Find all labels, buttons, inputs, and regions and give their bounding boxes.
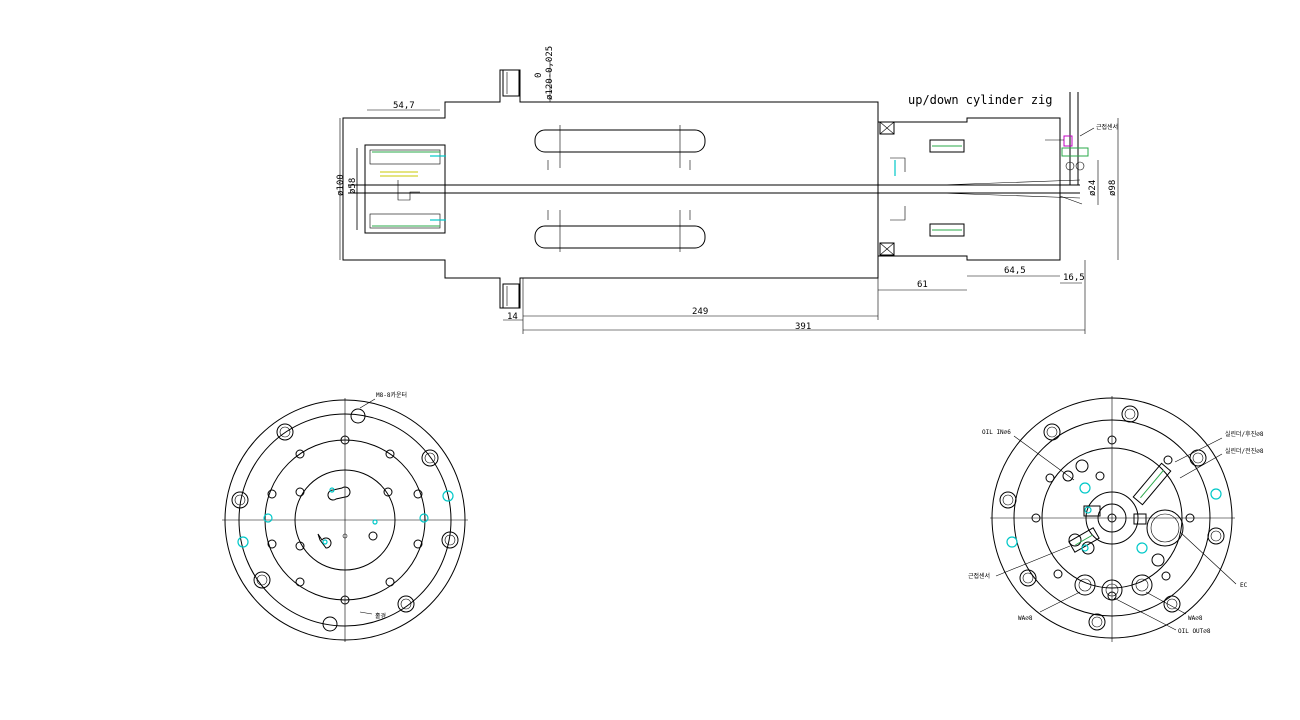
label-oil-out: OIL OUT⌀8 [1178,628,1211,635]
dim-d98: ø98 [1108,180,1118,196]
dim-64-5: 64,5 [1004,266,1026,276]
dim-61: 61 [917,280,928,290]
drawing-title: up/down cylinder zig [908,93,1053,107]
label-wa-left: WA⌀8 [1018,615,1033,622]
right-front-view: OIL IN⌀6 실린더/후진⌀8 실린더/전진⌀8 EC 근접센서 WA⌀8 … [968,396,1264,642]
label-cylinder-back: 실린더/후진⌀8 [1225,430,1264,438]
dim-d100: ø100 [336,174,346,196]
label-proximity-sensor-front: 근접센서 [968,572,990,580]
label-oil-in: OIL IN⌀6 [982,429,1011,436]
label-cylinder-forward: 실린더/전진⌀8 [1225,447,1264,455]
label-proximity-sensor-side: 근접센서 [1096,123,1118,131]
label-m8-tap: M8-8카운터 [376,391,407,399]
dim-tol-top: 0 [534,73,544,78]
dim-14: 14 [507,312,518,322]
left-front-view: M8-8카운터 홀경 [222,391,468,642]
dim-d24: ø24 [1088,180,1098,196]
label-hole: 홀경 [375,612,386,620]
label-wa-right: WA⌀8 [1188,615,1203,622]
dim-54-7: 54,7 [393,101,415,111]
label-ec: EC [1240,582,1248,589]
dim-16-5: 16,5 [1063,273,1085,283]
dim-d58: ø58 [348,178,358,194]
side-view: 54,7 ø100 ø58 0 ø120-0,025 14 249 391 61… [336,46,1119,334]
dim-391: 391 [795,322,811,332]
dim-d120: ø120-0,025 [545,46,555,100]
dim-249: 249 [692,307,708,317]
